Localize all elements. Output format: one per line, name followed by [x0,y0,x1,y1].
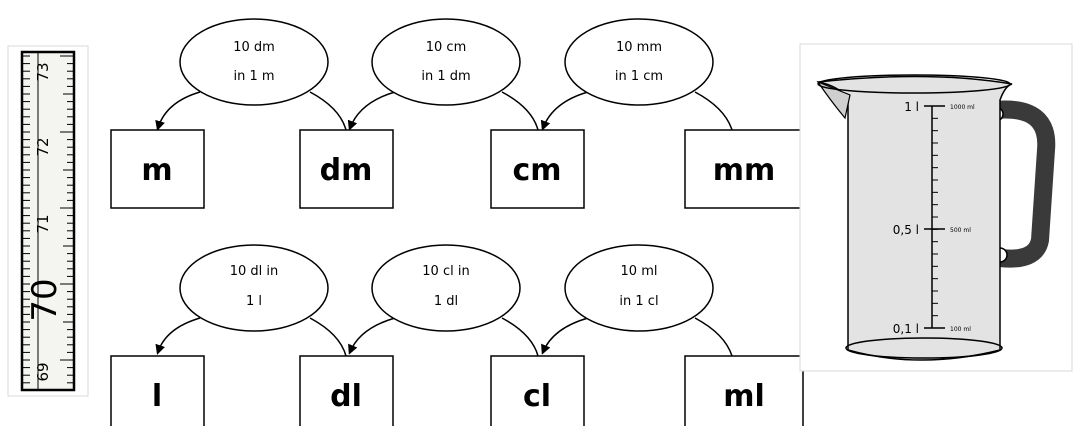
jug-mark-ml: 1000 ml [950,104,975,111]
unit-box [110,129,205,209]
jug-mark-liters: 0,1 l [893,322,919,336]
ruler-ticks [22,55,74,384]
unit-box [684,355,804,426]
conversion-arrow [541,317,589,355]
unit-label: cm [512,153,561,188]
ruler-label: 69 [34,362,52,381]
jug-mark-liters: 0,5 l [893,223,919,237]
volume-conversion-row: 10 dl in 1 l 10 cl in 1 dl 10 ml in 1 cl… [110,244,804,426]
conversion-ellipse [371,244,521,332]
conversion-text: in 1 dm [421,69,470,84]
conversion-arrow [347,91,396,131]
unit-box [110,355,205,426]
jug-handle [986,100,1056,268]
ruler-body [20,50,76,392]
ruler-label: 73 [34,62,52,81]
jug-mark-ml: 100 ml [950,326,971,333]
conversion-arrow [694,317,733,357]
unit-label: dl [330,379,362,414]
conversion-text: 10 ml [621,264,658,279]
conversion-text: 1 l [246,294,262,309]
conversion-arrow [694,91,733,131]
ruler-label: 71 [34,214,52,233]
unit-label: mm [713,153,776,188]
conversion-ellipse [179,18,329,106]
unit-label: m [141,153,172,188]
conversion-ellipse [564,18,714,106]
conversion-text: 10 dl in [230,264,279,279]
ruler-label: 72 [34,137,52,156]
conversion-arrow [155,317,201,355]
unit-box [299,129,394,209]
conversion-arrow [540,91,589,131]
jug-scale-ticks [932,117,938,317]
conversion-arrow [155,91,201,131]
conversion-arrow [501,91,539,131]
conversion-text: 10 dm [233,40,275,55]
unit-label: dm [320,153,373,188]
measuring-jug-illustration: 1 l 1000 ml 0,5 l 500 ml 0,1 l 100 ml [799,43,1073,372]
conversion-text: 10 cm [426,40,467,55]
unit-box [490,355,585,426]
ruler-labels: 73 72 71 70 69 [25,62,65,381]
jug-base [845,337,1003,359]
conversion-text: in 1 cm [615,69,663,84]
ruler-illustration: 73 72 71 70 69 [7,45,89,397]
length-conversion-row: 10 dm in 1 m 10 cm in 1 dm 10 mm in 1 cm… [110,18,804,209]
conversion-arrow [348,317,396,355]
jug-rim [817,74,1011,94]
jug-mark-liters: 1 l [904,100,919,114]
conversion-text: in 1 cl [619,294,658,309]
jug-mark-ml: 500 ml [950,227,971,234]
conversion-text: in 1 m [233,69,274,84]
unit-label: cl [523,379,551,414]
ruler-label: 70 [25,278,65,321]
unit-label: l [152,379,162,414]
conversion-text: 10 mm [616,40,662,55]
conversion-text: 1 dl [434,294,458,309]
unit-box [490,129,585,209]
conversion-text: 10 cl in [422,264,469,279]
conversion-arrow [309,91,347,131]
conversion-ellipse [371,18,521,106]
unit-box [684,129,804,209]
conversion-ellipse [179,244,329,332]
unit-label: ml [723,379,765,414]
unit-box [299,355,394,426]
conversion-arrow [501,317,539,357]
conversion-arrow [309,317,347,357]
conversion-ellipse [564,244,714,332]
